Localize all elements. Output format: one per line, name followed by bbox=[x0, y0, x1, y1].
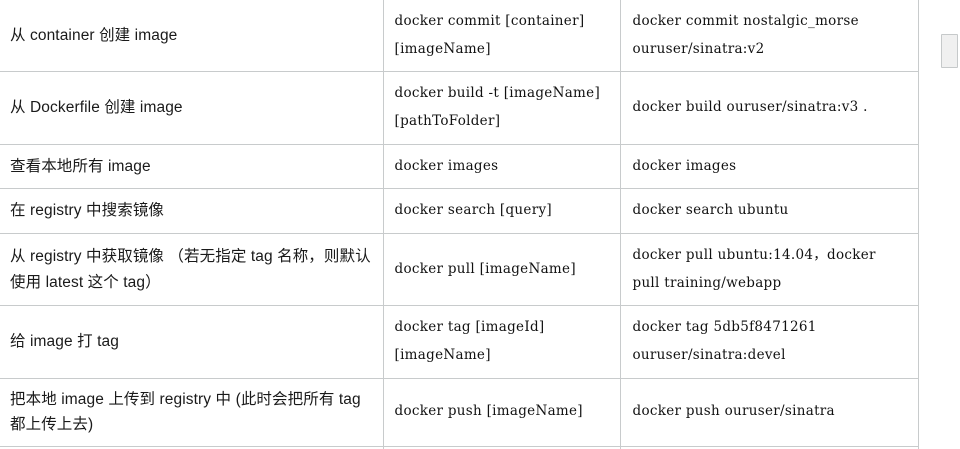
row-example: docker build ouruser/sinatra:v3 . bbox=[620, 71, 919, 145]
row-example: docker rmi training/sinatra bbox=[620, 445, 919, 449]
document-content-area: 从 container 创建 image docker commit [cont… bbox=[0, 0, 919, 449]
table-row: 从 container 创建 image docker commit [cont… bbox=[0, 0, 919, 73]
table-row: 在 registry 中搜索镜像 docker search [query] d… bbox=[0, 188, 919, 235]
row-example: docker commit nostalgic_morse ouruser/si… bbox=[620, 0, 919, 73]
row-command: docker rmi [image] bbox=[383, 445, 621, 449]
row-command: docker search [query] bbox=[383, 188, 621, 235]
row-description: 从 registry 中获取镜像 （若无指定 tag 名称，则默认使用 late… bbox=[0, 233, 384, 307]
row-command: docker push [imageName] bbox=[383, 377, 621, 447]
table-row: 给 image 打 tag docker tag [imageId] [imag… bbox=[0, 305, 919, 379]
row-example: docker push ouruser/sinatra bbox=[620, 377, 919, 447]
row-command: docker pull [imageName] bbox=[383, 233, 621, 307]
row-description: 在 registry 中搜索镜像 bbox=[0, 188, 384, 235]
row-command: docker tag [imageId] [imageName] bbox=[383, 305, 621, 379]
vertical-scrollbar[interactable] bbox=[934, 0, 960, 449]
row-description: 删除本地 image bbox=[0, 445, 384, 449]
scrollbar-thumb[interactable] bbox=[941, 34, 958, 68]
row-description: 从 Dockerfile 创建 image bbox=[0, 71, 384, 145]
table-row: 从 registry 中获取镜像 （若无指定 tag 名称，则默认使用 late… bbox=[0, 233, 919, 307]
row-command: docker build -t [imageName] [pathToFolde… bbox=[383, 71, 621, 145]
table-row: 查看本地所有 image docker images docker images bbox=[0, 143, 919, 190]
row-description: 把本地 image 上传到 registry 中 (此时会把所有 tag 都上传… bbox=[0, 377, 384, 447]
docker-image-command-table: 从 container 创建 image docker commit [cont… bbox=[0, 0, 919, 449]
table-body: 从 container 创建 image docker commit [cont… bbox=[0, 0, 919, 449]
row-description: 查看本地所有 image bbox=[0, 143, 384, 190]
row-command: docker images bbox=[383, 143, 621, 190]
row-example: docker images bbox=[620, 143, 919, 190]
table-row: 删除本地 image docker rmi [image] docker rmi… bbox=[0, 445, 919, 449]
row-example: docker search ubuntu bbox=[620, 188, 919, 235]
row-description: 从 container 创建 image bbox=[0, 0, 384, 73]
table-row: 把本地 image 上传到 registry 中 (此时会把所有 tag 都上传… bbox=[0, 377, 919, 447]
row-example: docker pull ubuntu:14.04，docker pull tra… bbox=[620, 233, 919, 307]
table-row: 从 Dockerfile 创建 image docker build -t [i… bbox=[0, 71, 919, 145]
row-description: 给 image 打 tag bbox=[0, 305, 384, 379]
row-command: docker commit [container] [imageName] bbox=[383, 0, 621, 73]
row-example: docker tag 5db5f8471261 ouruser/sinatra:… bbox=[620, 305, 919, 379]
